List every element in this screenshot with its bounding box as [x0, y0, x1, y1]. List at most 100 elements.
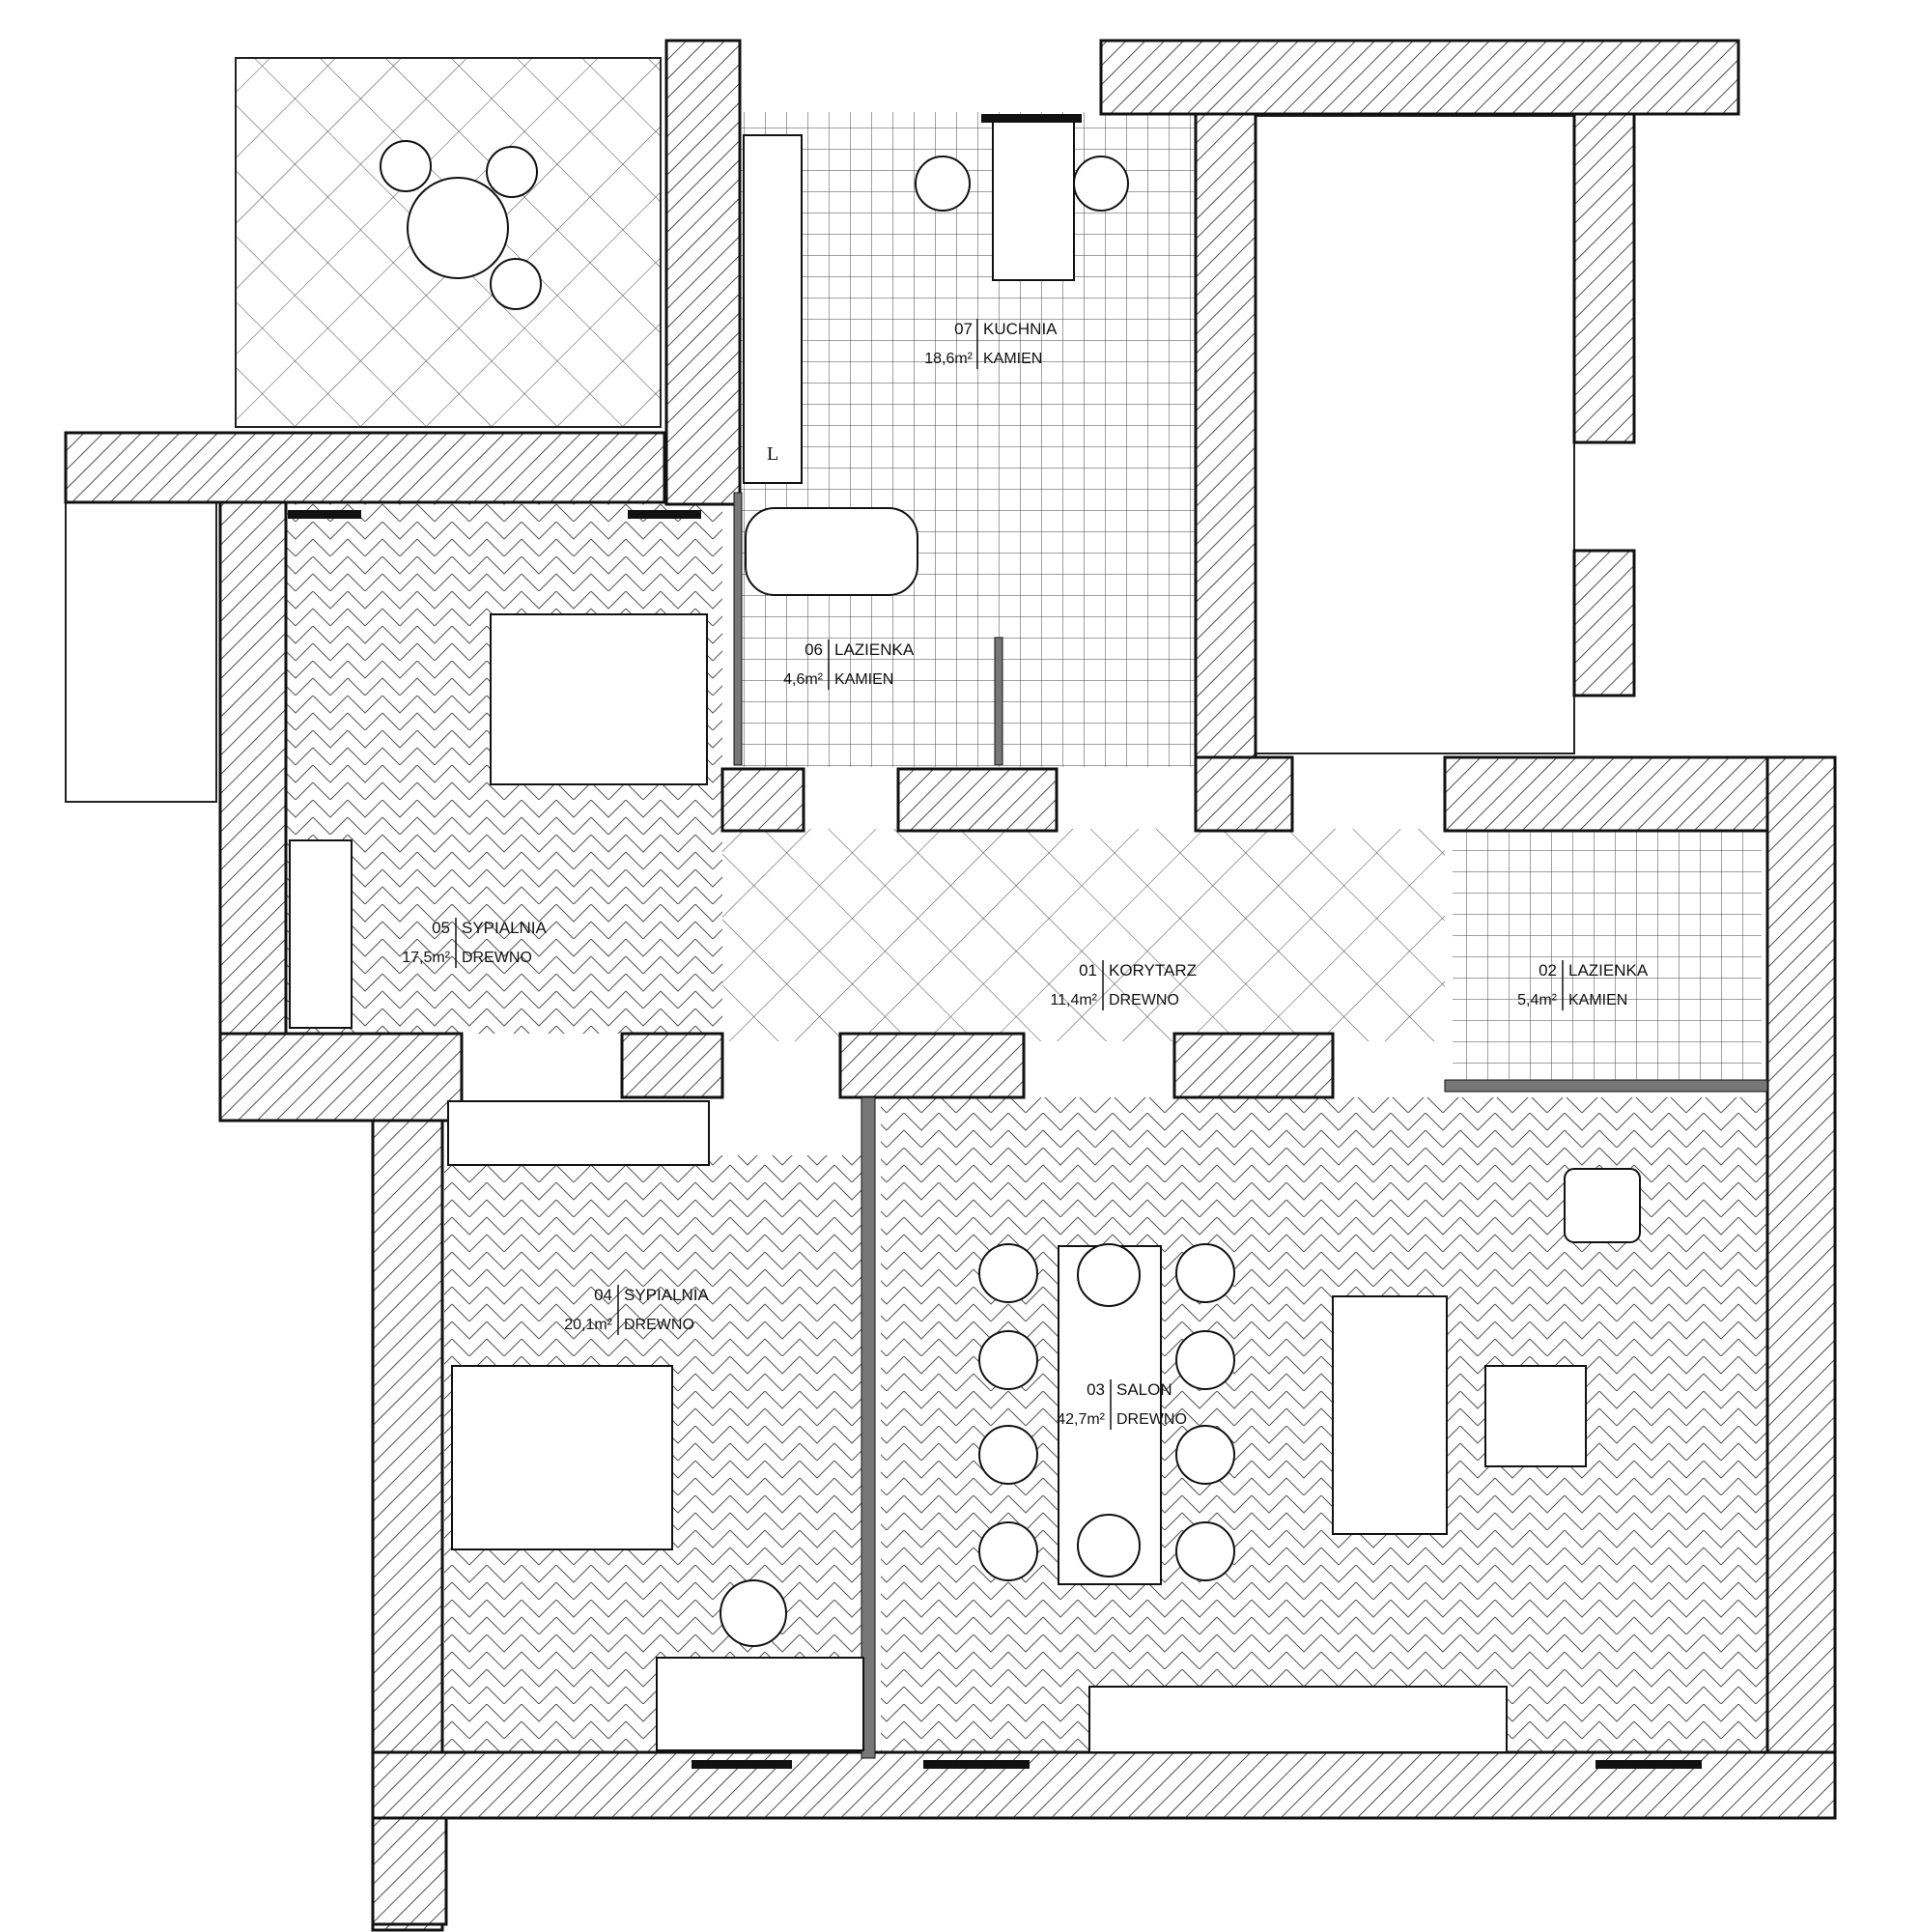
- kitchen-marker: L: [767, 443, 778, 465]
- room-05-name: SYPIALNIA: [462, 919, 548, 937]
- kitchen-island: [992, 119, 1075, 281]
- window-salon-right: [1595, 1760, 1702, 1769]
- wall-left: [218, 500, 288, 1122]
- terrace-table: [407, 177, 509, 279]
- kitchen-counter: [743, 134, 803, 484]
- wall-corridor-top-left: [720, 767, 805, 833]
- window-bedroom05-left: [288, 510, 361, 519]
- desk-04: [656, 1657, 864, 1751]
- dining-chair: [1077, 1514, 1141, 1577]
- wall-corridor-bottom-mid: [838, 1032, 1026, 1099]
- room-label-07: 07 KUCHNIA 18,6m² KAMIEN: [924, 319, 1058, 369]
- walls: [64, 39, 1837, 1932]
- wall-bottom-lower: [371, 1816, 448, 1926]
- terrace-chair: [486, 146, 538, 198]
- furniture: [289, 119, 1641, 1753]
- dining-chair: [978, 1243, 1038, 1303]
- room-label-03: 03 SALON 42,7m² DREWNO: [1057, 1379, 1187, 1430]
- armchair: [1564, 1168, 1641, 1243]
- room-label-01: 01 KORYTARZ 11,4m² DREWNO: [1050, 960, 1197, 1010]
- bed-05: [490, 613, 708, 785]
- tv-cabinet: [1088, 1686, 1508, 1753]
- wall-kitchen-right: [1194, 112, 1257, 773]
- dining-chair: [1175, 1243, 1235, 1303]
- window-bedroom05-right: [628, 510, 701, 519]
- room-01-id: 01: [1079, 961, 1097, 980]
- terrace-chair: [380, 140, 432, 192]
- partition-bath06-right: [994, 637, 1003, 766]
- room-07-area: 18,6m²: [924, 351, 973, 367]
- window-salon-left: [923, 1760, 1030, 1769]
- wardrobe-05: [289, 839, 353, 1029]
- room-02-name: LAZIENKA: [1568, 961, 1649, 980]
- window-kitchen: [981, 114, 1082, 123]
- dining-chair: [978, 1521, 1038, 1581]
- wall-corridor-bottom-right: [1172, 1032, 1335, 1099]
- thin-partitions: [733, 492, 1768, 1759]
- corridor-floor: [722, 829, 1445, 1041]
- bathroom-02-floor: [1453, 831, 1762, 1082]
- wall-bottom: [371, 1750, 1837, 1820]
- dining-chair: [978, 1330, 1038, 1390]
- room-04-name: SYPIALNIA: [624, 1286, 710, 1304]
- room-label-05: 05 SYPIALNIA 17,5m² DREWNO: [402, 918, 548, 968]
- bed-04: [451, 1365, 673, 1550]
- partition-bath02: [1444, 1079, 1768, 1093]
- wall-right-stairs: [1572, 112, 1636, 444]
- bathtub: [745, 507, 918, 596]
- room-06-material: KAMIEN: [834, 671, 893, 688]
- room-06-name: LAZIENKA: [834, 640, 915, 659]
- room-label-04: 04 SYPIALNIA 20,1m² DREWNO: [564, 1285, 710, 1335]
- kitchen-chair: [1073, 156, 1129, 212]
- room-07-id: 07: [954, 320, 973, 338]
- coffee-table: [1484, 1365, 1587, 1467]
- wardrobe-04: [447, 1100, 710, 1166]
- dining-chair: [1077, 1243, 1141, 1307]
- room-04-id: 04: [594, 1286, 612, 1304]
- room-03-id: 03: [1087, 1380, 1105, 1399]
- partition-bath06: [733, 492, 743, 766]
- room-07-material: KAMIEN: [983, 351, 1042, 367]
- wall-right-outer: [1765, 755, 1837, 1812]
- wall-left-top: [64, 431, 666, 504]
- room-02-material: KAMIEN: [1568, 992, 1627, 1009]
- dining-chair: [978, 1425, 1038, 1485]
- wall-corridor-top-right: [1194, 755, 1294, 833]
- wall-bedroom05-bottom: [218, 1032, 464, 1122]
- dining-chair: [1175, 1521, 1235, 1581]
- room-01-area: 11,4m²: [1050, 992, 1097, 1009]
- room-03-name: SALON: [1116, 1380, 1172, 1399]
- room-03-material: DREWNO: [1116, 1411, 1187, 1428]
- terrace-chair: [490, 258, 542, 310]
- room-03-area: 42,7m²: [1057, 1411, 1105, 1428]
- partition-salon: [861, 1096, 876, 1759]
- wall-corridor-bottom-left: [620, 1032, 724, 1099]
- room-05-material: DREWNO: [462, 950, 532, 966]
- room-02-id: 02: [1539, 961, 1557, 980]
- wall-corridor-top-mid: [896, 767, 1059, 833]
- terrace-chair: [915, 156, 971, 212]
- staircase-right-floor: [1255, 115, 1575, 754]
- windows: [288, 114, 1702, 1769]
- dining-chair: [1175, 1330, 1235, 1390]
- staircase-left-floor: [65, 482, 217, 803]
- room-04-material: DREWNO: [624, 1317, 694, 1333]
- room-04-area: 20,1m²: [564, 1317, 612, 1333]
- wall-top-center: [664, 39, 742, 506]
- wall-top-right: [1099, 39, 1740, 116]
- wall-right-stairs-lower: [1572, 549, 1636, 697]
- room-06-area: 4,6m²: [783, 671, 824, 688]
- sofa: [1332, 1295, 1448, 1535]
- room-label-02: 02 LAZIENKA 5,4m² KAMIEN: [1517, 960, 1649, 1010]
- desk-chair: [720, 1579, 787, 1647]
- room-07-name: KUCHNIA: [983, 320, 1058, 338]
- room-06-id: 06: [805, 640, 823, 659]
- room-01-name: KORYTARZ: [1109, 961, 1197, 980]
- dining-chair: [1175, 1425, 1235, 1485]
- room-05-area: 17,5m²: [402, 950, 450, 966]
- room-label-06: 06 LAZIENKA 4,6m² KAMIEN: [783, 639, 915, 690]
- room-05-id: 05: [432, 919, 450, 937]
- room-02-area: 5,4m²: [1517, 992, 1558, 1009]
- room-01-material: DREWNO: [1109, 992, 1179, 1009]
